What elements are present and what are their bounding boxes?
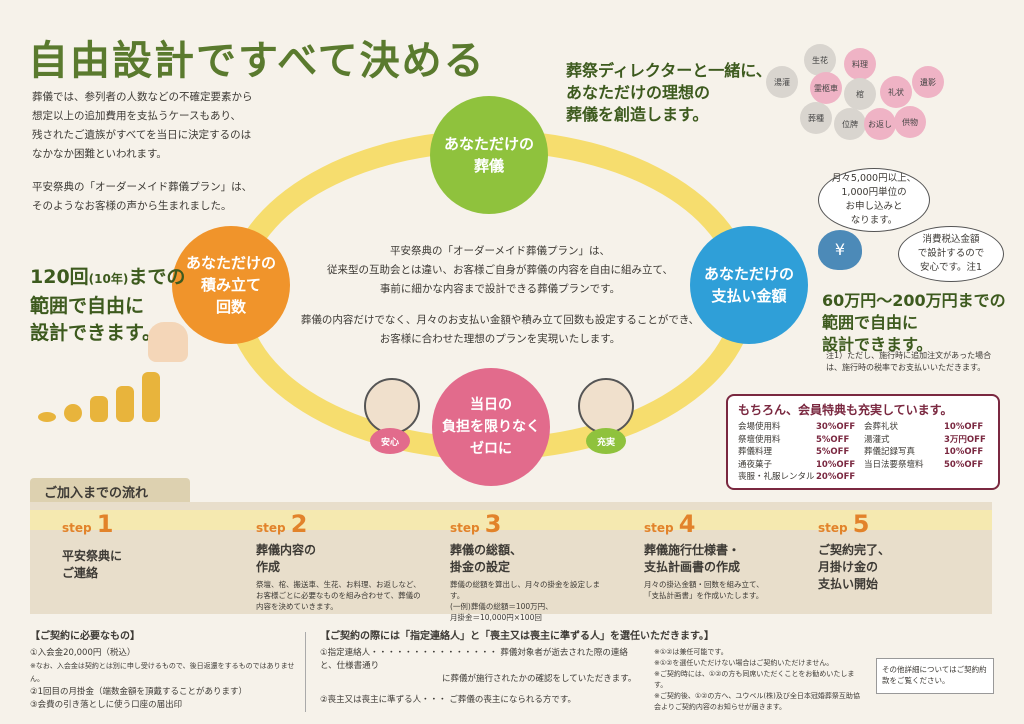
step-4: step 4 葬儀施行仕様書・ 支払計画書の作成 月々の掛込金額・回数を組み立て… (644, 510, 764, 600)
step-3: step 3 葬儀の総額、 掛金の設定 葬儀の総額を算出し、月々の掛金を設定しま… (450, 510, 600, 622)
intro-text: 葬儀では、参列者の人数などの不確定要素から想定以上の追加費用を支払うケースもあり… (32, 91, 253, 212)
benefit-item: 会葬礼状 (864, 422, 899, 432)
puzzle-label: お返し (868, 120, 892, 129)
payment-headline: 60万円〜200万円までの範囲で自由に設計できます。 (822, 291, 1006, 354)
benefit-discount: 5%OFF (816, 447, 850, 457)
puzzle-label: 供物 (902, 117, 918, 127)
puzzle-label: 湯灌 (774, 77, 790, 87)
coin-stack-icon (38, 412, 56, 422)
benefit-discount (944, 471, 992, 484)
money-bag-icon: ¥ (818, 230, 862, 270)
installment-headline: 120回(10年)までの 範囲で自由に 設計できます。 (30, 266, 186, 344)
contact-persons: 【ご契約の際には「指定連絡人」と「喪主又は喪主に準ずる人」を選任いただきます。】… (320, 631, 860, 711)
puzzle-label: 料理 (852, 59, 868, 69)
plan-description: 平安祭典の「オーダーメイド葬儀プラン」は、従来型の互助会とは違い、お客様ご自身が… (300, 245, 700, 345)
circle-payment-amount: あなただけの 支払い金額 (690, 226, 808, 344)
coin-stack-icon (90, 396, 108, 422)
circle-zero-burden: 当日の 負担を限りなく ゼロに (432, 368, 550, 486)
puzzle-label: 位牌 (842, 119, 858, 129)
footer-divider (305, 632, 306, 712)
coin-stack-icon (142, 372, 160, 422)
benefit-discount: 3万円OFF (944, 434, 986, 445)
required-items: 【ご契約に必要なもの】 ①入会金20,000円（税込） ※なお、入会金は契約とは… (30, 631, 295, 710)
hand-icon (148, 322, 188, 362)
benefit-discount: 5%OFF (816, 434, 850, 445)
coin-stack-icon (64, 404, 82, 422)
puzzle-label: 葬種 (808, 113, 824, 123)
flow-arrow-bar (30, 510, 992, 530)
step-5: step 5 ご契約完了、 月掛け金の 支払い開始 (818, 510, 891, 591)
flow-title: ご加入までの流れ (30, 478, 190, 504)
woman-illustration (364, 378, 420, 434)
puzzle-label: 遺影 (920, 77, 936, 87)
puzzle-label: 生花 (812, 55, 828, 65)
tax-note: 注1）ただし、施行時に追加注文があった場合は、施行時の税率でお支払いいただきます… (826, 351, 992, 372)
benefit-item: 湯灌式 (864, 434, 890, 445)
benefit-discount: 10%OFF (816, 459, 856, 470)
step-2: step 2 葬儀内容の 作成 祭壇、棺、搬送車、生花、お料理、お返しなど、お客… (256, 510, 421, 611)
circle-installments: あなただけの 積み立て 回数 (172, 226, 290, 344)
page-title: 自由設計ですべて決める (28, 38, 486, 84)
benefit-item: 祭壇使用料 (738, 434, 781, 445)
benefit-discount: 10%OFF (944, 447, 984, 457)
puzzle-label: 霊柩車 (814, 83, 838, 93)
puzzle-label: 棺 (856, 89, 864, 99)
puzzle-label: 礼状 (888, 87, 904, 97)
benefit-discount: 50%OFF (944, 459, 984, 470)
terms-note-box: その他詳細についてはご契約約款をご覧ください。 (876, 658, 994, 694)
benefit-discount: 20%OFF (816, 472, 856, 482)
puzzle-illustration: 生花 料理 湯灌 霊柩車 棺 礼状 遺影 葬種 位牌 お返し 供物 (766, 44, 944, 140)
circle-your-funeral: あなただけの 葬儀 (430, 96, 548, 214)
speech-bubble-monthly: 月々5,000円以上、 1,000円単位の お申し込みと なります。 (818, 168, 930, 232)
man-illustration (578, 378, 634, 434)
benefit-item: 葬儀料理 (738, 447, 773, 457)
anshin-badge: 安心 (370, 428, 410, 454)
director-headline: 葬祭ディレクターと一緒に、あなただけの理想の葬儀を創造します。 (566, 61, 772, 124)
jujitsu-badge: 充実 (586, 428, 626, 454)
benefit-item: 喪服・礼服レンタル (738, 472, 815, 482)
coin-stack-icon (116, 386, 134, 422)
benefit-item: 会場使用料 (738, 422, 781, 432)
step-1: step 1 平安祭典に ご連絡 (62, 510, 123, 580)
benefit-item: 当日法要祭壇料 (864, 459, 924, 470)
benefit-item: 通夜菓子 (738, 459, 773, 470)
speech-bubble-tax: 消費税込金額 で設計するので 安心です。注1 (898, 226, 1004, 282)
benefit-discount: 30%OFF (816, 422, 856, 432)
benefit-item (864, 471, 944, 484)
benefit-item: 葬儀記録写真 (864, 447, 916, 457)
benefit-discount: 10%OFF (944, 422, 984, 432)
